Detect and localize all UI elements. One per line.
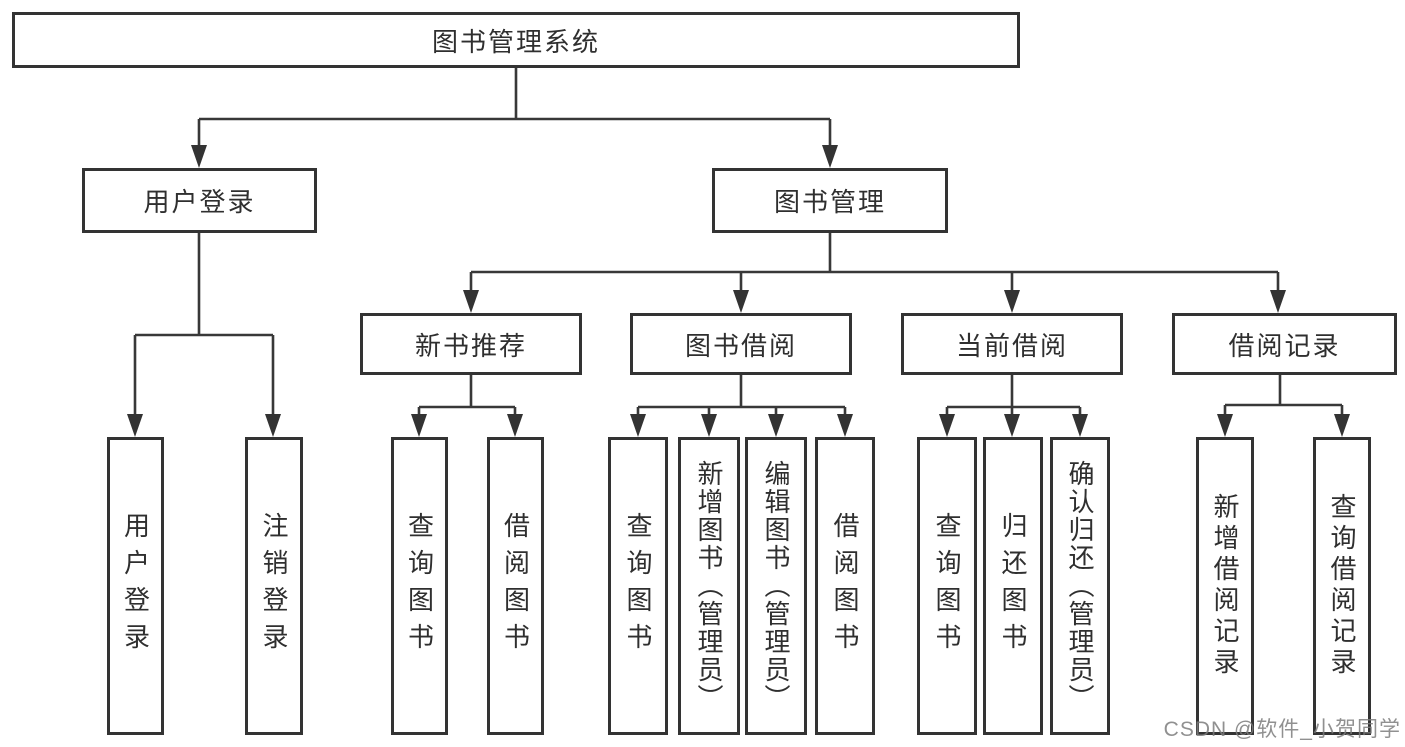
leaf-user-login: 用户登录 xyxy=(107,437,164,735)
node-label: 用户登录 xyxy=(143,187,256,217)
node-label: 借阅图书 xyxy=(500,512,531,660)
node-label: 查询图书 xyxy=(932,512,962,660)
leaf-borrowing-borrow-books: 借阅图书 xyxy=(815,437,875,735)
arrowheads xyxy=(127,145,1350,437)
node-label: 查询图书 xyxy=(404,512,435,660)
leaf-current-return-books: 归还图书 xyxy=(983,437,1043,735)
node-label: 确认归还（管理员） xyxy=(1065,460,1095,712)
leaf-borrowing-edit-books-admin: 编辑图书（管理员） xyxy=(745,437,807,735)
node-label: 借阅图书 xyxy=(830,512,860,660)
node-label: 用户登录 xyxy=(120,512,151,660)
node-label: 借阅记录 xyxy=(1228,330,1341,361)
node-label: 编辑图书（管理员） xyxy=(761,460,791,712)
csdn-watermark: CSDN @软件_小贺同学 xyxy=(1163,718,1401,741)
leaf-recommend-borrow-books: 借阅图书 xyxy=(487,437,544,735)
node-label: 注销登录 xyxy=(259,512,289,660)
node-root-system: 图书管理系统 xyxy=(12,12,1020,68)
node-user-login-branch: 用户登录 xyxy=(82,168,317,233)
node-label: 新书推荐 xyxy=(414,330,527,361)
node-label: 当前借阅 xyxy=(955,330,1068,361)
node-label: 新增图书（管理员） xyxy=(694,460,724,712)
leaf-borrowing-query-books: 查询图书 xyxy=(608,437,668,735)
node-label: 新增借阅记录 xyxy=(1210,493,1240,679)
leaf-recommend-query-books: 查询图书 xyxy=(391,437,448,735)
node-book-management-branch: 图书管理 xyxy=(712,168,948,233)
node-book-borrowing: 图书借阅 xyxy=(630,313,852,375)
leaf-logout: 注销登录 xyxy=(245,437,303,735)
node-label: 图书管理系统 xyxy=(431,26,600,57)
leaf-current-confirm-return-admin: 确认归还（管理员） xyxy=(1050,437,1110,735)
leaf-current-query-books: 查询图书 xyxy=(917,437,977,735)
node-label: 查询借阅记录 xyxy=(1327,493,1357,679)
node-borrowing-records: 借阅记录 xyxy=(1172,313,1397,375)
node-new-book-recommendation: 新书推荐 xyxy=(360,313,582,375)
leaf-records-add-record: 新增借阅记录 xyxy=(1196,437,1254,735)
node-label: 查询图书 xyxy=(623,512,653,660)
leaf-records-query-record: 查询借阅记录 xyxy=(1313,437,1371,735)
node-current-borrowing: 当前借阅 xyxy=(901,313,1123,375)
leaf-borrowing-add-books-admin: 新增图书（管理员） xyxy=(678,437,740,735)
node-label: 图书借阅 xyxy=(684,330,797,361)
node-label: 图书管理 xyxy=(773,187,886,217)
node-label: 归还图书 xyxy=(998,512,1028,660)
